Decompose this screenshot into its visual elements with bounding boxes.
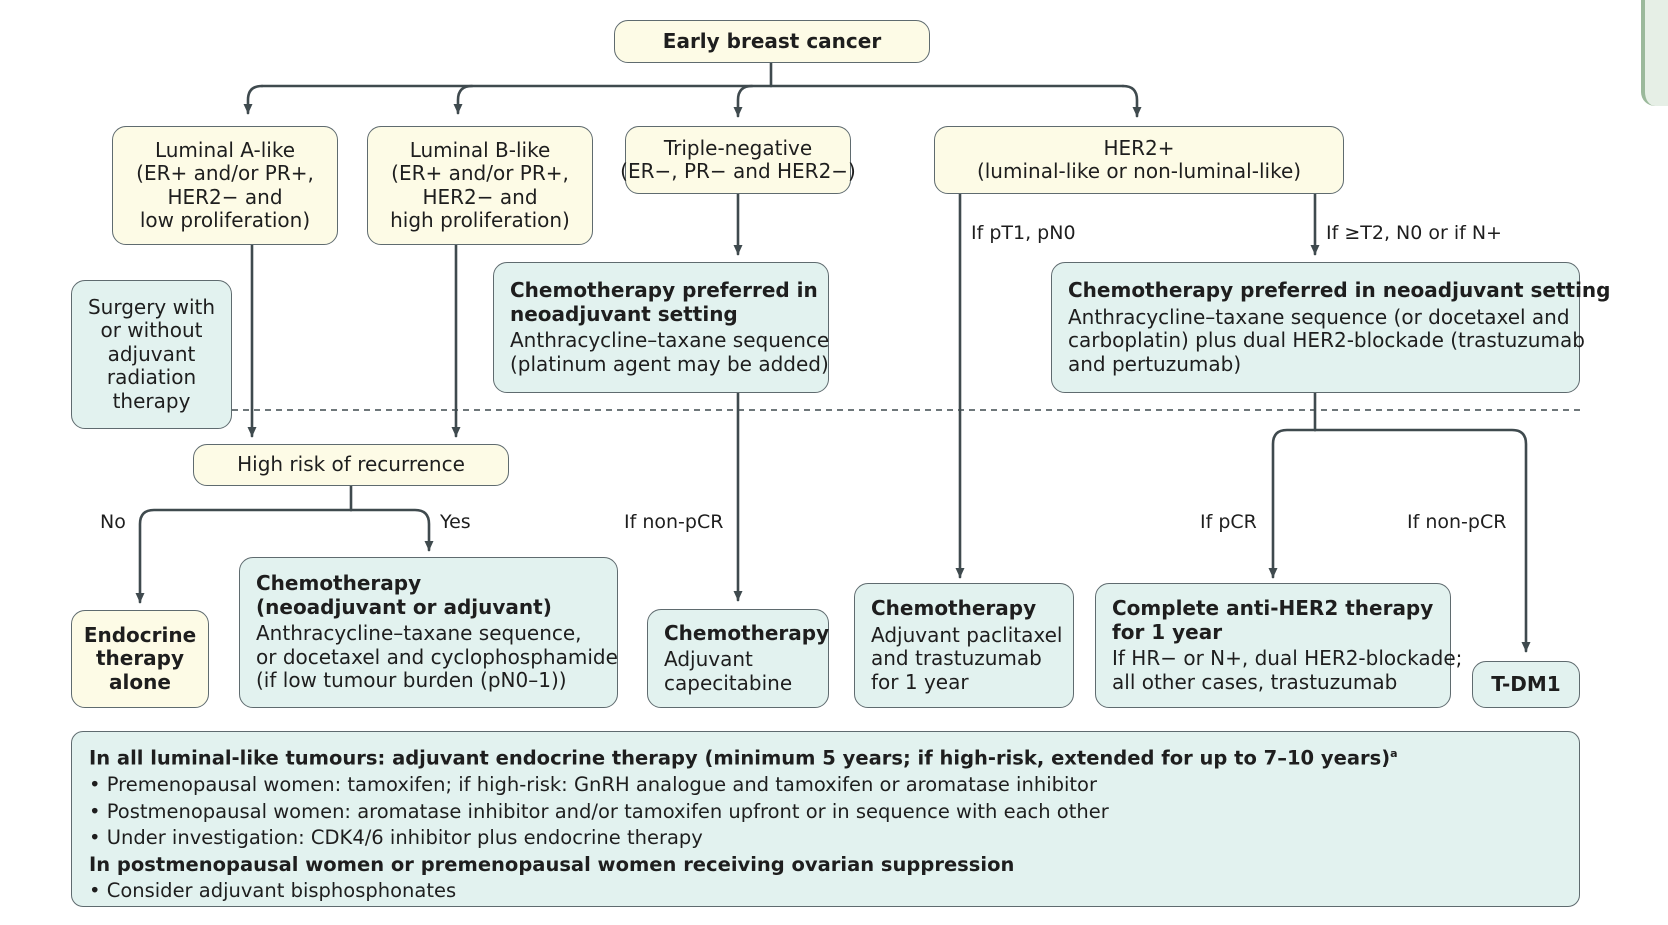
footnote-marker: a [1390,747,1398,760]
chemo-yes-title: (neoadjuvant or adjuvant) [256,594,552,619]
chemo-paclitaxel-body: Adjuvant paclitaxel [871,622,1063,647]
arrow-her2-pcr [1268,428,1317,579]
surgery-line: or without [100,318,203,343]
chemo-yes-body: or docetaxel and cyclophosphamide [256,644,618,669]
surgery-node: Surgery with or without adjuvant radiati… [71,280,232,429]
label-her2-non-pcr: If non-pCR [1407,511,1507,533]
chemo-paclitaxel-node: Chemotherapy Adjuvant paclitaxel and tra… [854,583,1074,708]
anti-her2-node: Complete anti-HER2 therapy for 1 year If… [1095,583,1463,708]
tdm1-node: T-DM1 [1472,661,1580,708]
endocrine-alone-line: alone [109,669,171,694]
chemo-yes-body: (if low tumour burden (pN0–1)) [256,668,567,693]
footer-endocrine-box: In all luminal-like tumours: adjuvant en… [71,731,1580,907]
label-pcr: If pCR [1200,511,1257,533]
footer-bullet: Premenopausal women: tamoxifen; if high-… [89,772,1562,799]
her2-line: HER2+ [1103,135,1175,160]
triple-negative-line: (ER−, PR− and HER2−) [620,159,856,183]
chemo-paclitaxel-body: for 1 year [871,669,969,694]
arrow-to-her2 [1121,84,1142,118]
her2-neoadjuvant-body: and pertuzumab) [1068,351,1242,376]
luminal-b-node: Luminal B-like (ER+ and/or PR+, HER2− an… [367,126,593,245]
chemo-yes-body: Anthracycline–taxane sequence, [256,621,582,646]
luminal-b-line: Luminal B-like [409,137,551,162]
anti-her2-body: all other cases, trastuzumab [1112,669,1398,694]
endocrine-alone-line: Endocrine [83,622,197,647]
chemo-capecitabine-body: Adjuvant [664,647,753,672]
high-risk-label: High risk of recurrence [237,452,465,477]
luminal-b-line: (ER+ and/or PR+, [391,161,569,185]
root-node: Early breast cancer [614,20,930,63]
endocrine-alone-node: Endocrine therapy alone [71,610,209,708]
root-label: Early breast cancer [662,28,882,53]
footer-heading-postmenopausal: In postmenopausal women or premenopausal… [89,852,1015,876]
her2-neoadjuvant-body: carboplatin) plus dual HER2-blockade (tr… [1068,328,1585,352]
luminal-b-line: high proliferation) [390,208,570,232]
chemo-paclitaxel-body: and trastuzumab [871,646,1042,670]
arrow-no [135,508,353,604]
label-pt1-pn0: If pT1, pN0 [971,222,1076,244]
her2-neoadjuvant-title: Chemotherapy preferred in neoadjuvant se… [1068,278,1611,302]
surgery-line: therapy [112,388,191,413]
anti-her2-body: If HR− or N+, dual HER2-blockade; [1112,646,1463,670]
surgery-line: adjuvant [107,341,196,366]
luminal-a-line: Luminal A-like [154,137,296,162]
label-t2-n0-n-plus: If ≥T2, N0 or if N+ [1326,222,1502,244]
her2-neoadjuvant-body: Anthracycline–taxane sequence (or doceta… [1068,304,1570,329]
chemo-capecitabine-title: Chemotherapy [664,620,830,645]
anti-her2-title: for 1 year [1112,619,1223,644]
label-tn-non-pcr: If non-pCR [624,511,724,533]
footer-bullet: Postmenopausal women: aromatase inhibito… [89,799,1562,826]
triple-negative-node: Triple-negative (ER−, PR− and HER2−) [620,126,856,194]
triple-negative-line: Triple-negative [663,135,813,160]
surgery-line: Surgery with [87,294,216,319]
footer-heading-luminal-text: In all luminal-like tumours: adjuvant en… [89,746,1391,770]
tn-neoadjuvant-body: (platinum agent may be added) [510,351,829,376]
tdm1-label: T-DM1 [1491,671,1561,696]
her2-line: (luminal-like or non-luminal-like) [976,159,1302,183]
footer-heading-luminal: In all luminal-like tumours: adjuvant en… [89,741,1562,772]
chemo-capecitabine-body: capecitabine [664,670,793,695]
footer-bullet: Under investigation: CDK4/6 inhibitor pl… [89,825,1562,852]
luminal-a-node: Luminal A-like (ER+ and/or PR+, HER2− an… [112,126,338,245]
luminal-a-line: low proliferation) [139,208,311,232]
luminal-a-line: (ER+ and/or PR+, [136,161,314,185]
surgery-line: radiation [106,365,197,390]
arrow-to-luminal-b [453,84,474,115]
luminal-b-line: HER2− and [422,184,538,209]
chemo-paclitaxel-title: Chemotherapy [871,596,1037,620]
high-risk-node: High risk of recurrence [193,444,509,486]
her2-node: HER2+ (luminal-like or non-luminal-like) [934,126,1344,194]
chemo-capecitabine-node: Chemotherapy Adjuvant capecitabine [647,609,829,708]
endocrine-alone-line: therapy [95,646,185,671]
page-edge-tab [1641,0,1668,106]
her2-neoadjuvant-node: Chemotherapy preferred in neoadjuvant se… [1051,262,1611,393]
arrow-to-luminal-a [243,84,264,115]
chemo-neoadjuvant-or-adjuvant-node: Chemotherapy (neoadjuvant or adjuvant) A… [239,557,618,708]
arrow-to-triple-negative [733,84,754,118]
footer-bullet: Consider adjuvant bisphosphonates [89,878,1562,905]
tn-neoadjuvant-node: Chemotherapy preferred in neoadjuvant se… [493,262,829,393]
tn-neoadjuvant-title: Chemotherapy preferred in [510,278,818,302]
label-no: No [100,511,126,533]
tn-neoadjuvant-title: neoadjuvant setting [510,301,738,326]
arrow-yes [349,508,434,552]
luminal-a-line: HER2− and [167,184,283,209]
label-yes: Yes [440,511,471,533]
tn-neoadjuvant-body: Anthracycline–taxane sequence [510,328,830,352]
anti-her2-title: Complete anti-HER2 therapy [1112,596,1434,620]
chemo-yes-title: Chemotherapy [256,571,422,596]
arrow-her2-non-pcr [1313,428,1531,653]
